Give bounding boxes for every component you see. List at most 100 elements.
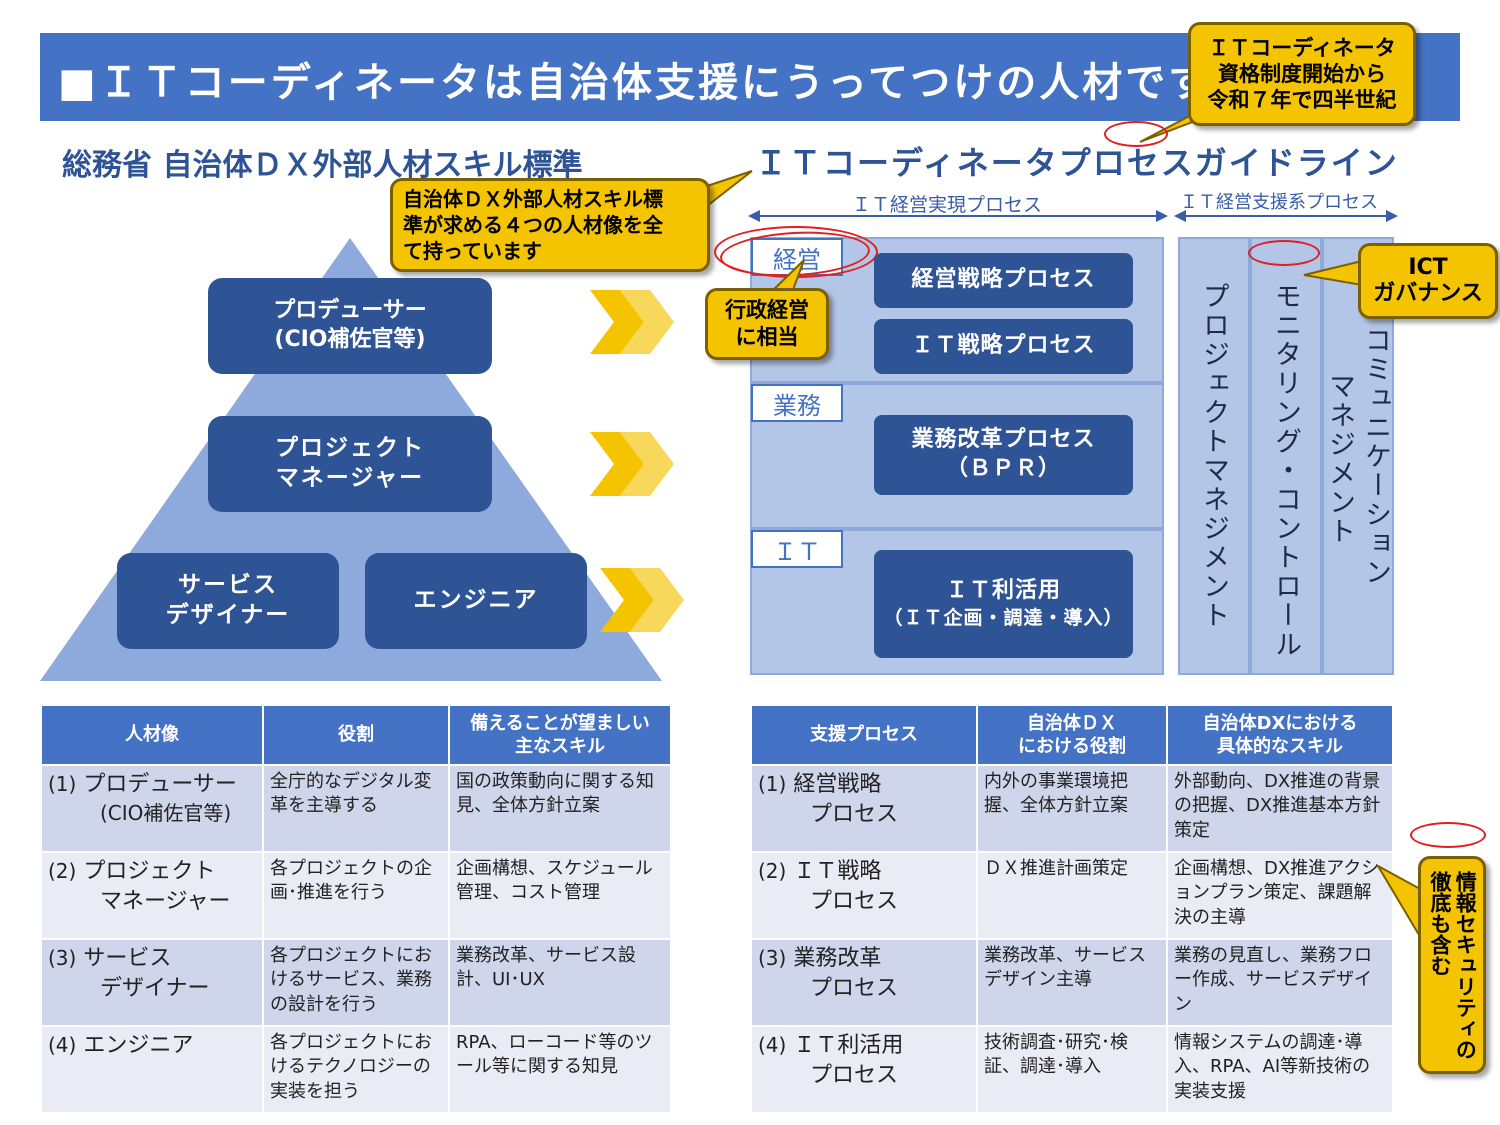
- callout-skill-standard: 自治体ＤＸ外部人材スキル標 準が求める４つの人材像を全 て持っています: [390, 178, 710, 272]
- table-cell-skill: 情報システムの調達･導入、RPA、AI等新技術の実装支援: [1166, 1025, 1394, 1114]
- red-marker-ellipse: [1248, 240, 1320, 266]
- callout-line: ガバナンス: [1373, 281, 1483, 306]
- engineer-label: エンジニア: [413, 587, 539, 614]
- table-cell-skill: 国の政策動向に関する知見、全体方針立案: [448, 764, 672, 853]
- row-number: (4): [758, 1033, 787, 1057]
- table-row: (2) プロジェクトマネージャー 各プロジェクトの企画･推進を行う 企画構想、ス…: [40, 851, 672, 940]
- table-cell-name: (1) 経営戦略プロセス: [750, 764, 978, 853]
- process-bpr-label: 業務改革プロセス: [911, 427, 1096, 453]
- column-text-management: マネジメント: [1324, 372, 1355, 546]
- table-header: 自治体ＤＸ における役割: [976, 704, 1168, 766]
- row-number: (3): [48, 946, 77, 970]
- project-manager-box: プロジェクト マネージャー: [208, 416, 492, 512]
- row-number: (1): [48, 772, 77, 796]
- process-it-utilization: ＩＴ利活用 （ＩＴ企画・調達・導入）: [874, 550, 1133, 658]
- red-marker-ellipse: [1410, 822, 1486, 848]
- row-number: (1): [758, 772, 787, 796]
- table-row: (3) サービスデザイナー 各プロジェクトにおけるサービス、業務の設計を行う 業…: [40, 938, 672, 1027]
- callout-line: 行政経営: [725, 297, 809, 322]
- table-cell-role: 各プロジェクトの企画･推進を行う: [262, 851, 450, 940]
- row-name: ＩＴ利活用: [793, 1033, 904, 1058]
- callout-line: ICT: [1408, 254, 1448, 280]
- process-it-use-label: ＩＴ利活用: [945, 578, 1061, 604]
- callout-gyosei: 行政経営 に相当: [705, 288, 829, 360]
- table-cell-role: ＤＸ推進計画策定: [976, 851, 1168, 940]
- table-cell-name: (1) プロデューサー (CIO補佐官等): [40, 764, 264, 853]
- row-name-sub: マネージャー: [100, 888, 231, 914]
- designer-label-line1: サービス: [178, 572, 278, 599]
- callout-25-years: ＩＴコーディネータ 資格制度開始から 令和７年で四半世紀: [1188, 22, 1416, 126]
- callout-ict-governance: ICT ガバナンス: [1358, 243, 1498, 319]
- column-text-communication: コミュニケーション: [1360, 326, 1391, 587]
- table-cell-name: (2) プロジェクトマネージャー: [40, 851, 264, 940]
- table-row: (1) 経営戦略プロセス 内外の事業環境把握、全体方針立案 外部動向、DX推進の…: [750, 764, 1394, 853]
- callout-line: 情報セキュリティの: [1453, 870, 1478, 1060]
- left-heading: 総務省 自治体ＤＸ外部人材スキル標準: [62, 148, 583, 183]
- table-cell-name: (2) ＩＴ戦略プロセス: [750, 851, 978, 940]
- row-name: エンジニア: [83, 1033, 194, 1058]
- callout-line: 令和７年で四半世紀: [1207, 88, 1397, 113]
- row-name: プロジェクト: [83, 859, 216, 884]
- callout-line: 準が求める４つの人材像を全: [403, 213, 663, 237]
- row-name: 経営戦略: [793, 772, 882, 797]
- table-cell-skill: RPA、ローコード等のツール等に関する知見: [448, 1025, 672, 1114]
- callout-security-text: 情報セキュリティの 徹底も含む: [1427, 871, 1477, 1060]
- table-header: 人材像: [40, 704, 264, 766]
- producer-label: プロデューサー: [273, 298, 427, 324]
- row-name: ＩＴ戦略: [793, 859, 882, 884]
- row-name: サービス: [83, 946, 172, 971]
- table-cell-skill: 外部動向、DX推進の背景の把握、DX推進基本方針策定: [1166, 764, 1394, 853]
- row-number: (2): [48, 859, 77, 883]
- producer-box: プロデューサー (CIO補佐官等): [208, 278, 492, 374]
- process-it-strategy: ＩＴ戦略プロセス: [874, 319, 1133, 374]
- engineer-box: エンジニア: [365, 553, 587, 649]
- table-cell-name: (4) ＩＴ利活用プロセス: [750, 1025, 978, 1114]
- row-number: (3): [758, 946, 787, 970]
- row-number: (2): [758, 859, 787, 883]
- callout-line: 資格制度開始から: [1218, 61, 1386, 86]
- table-cell-role: 技術調査･研究･検証、調達･導入: [976, 1025, 1168, 1114]
- chevron-right-icon: [590, 290, 674, 354]
- table-header: 役割: [262, 704, 450, 766]
- table-cell-name: (3) 業務改革プロセス: [750, 938, 978, 1027]
- column-project-management: [1178, 237, 1250, 675]
- span-label-it-management: ＩＴ経営実現プロセス: [852, 194, 1043, 216]
- pm-label-line1: プロジェクト: [275, 435, 425, 462]
- callout-line: に相当: [735, 325, 799, 349]
- callout-line: 徹底も含む: [1428, 870, 1452, 976]
- process-it-use-sublabel: （ＩＴ企画・調達・導入）: [883, 606, 1124, 629]
- row-name-sub: プロセス: [810, 1062, 899, 1088]
- table-row: (4) ＩＴ利活用プロセス 技術調査･研究･検証、調達･導入 情報システムの調達…: [750, 1025, 1394, 1114]
- row-name: 業務改革: [793, 946, 882, 971]
- table-row: (4) エンジニア 各プロジェクトにおけるテクノロジーの実装を担う RPA、ロー…: [40, 1025, 672, 1114]
- table-cell-role: 全庁的なデジタル変革を主導する: [262, 764, 450, 853]
- table-row: (3) 業務改革プロセス 業務改革、サービスデザイン主導 業務の見直し、業務フロ…: [750, 938, 1394, 1027]
- table-cell-skill: 企画構想、DX推進アクションプラン策定、課題解決の主導: [1166, 851, 1394, 940]
- table-cell-skill: 業務改革、サービス設計、UI･UX: [448, 938, 672, 1027]
- row-number: (4): [48, 1033, 77, 1057]
- process-bpr: 業務改革プロセス （ＢＰＲ）: [874, 415, 1133, 495]
- table-cell-name: (3) サービスデザイナー: [40, 938, 264, 1027]
- service-designer-box: サービス デザイナー: [117, 553, 339, 649]
- red-marker-ellipse: [1104, 121, 1168, 147]
- designer-label-line2: デザイナー: [165, 602, 291, 628]
- pm-label-line2: マネージャー: [275, 465, 425, 491]
- table-row: (2) ＩＴ戦略プロセス ＤＸ推進計画策定 企画構想、DX推進アクションプラン策…: [750, 851, 1394, 940]
- row-name-sub: プロセス: [810, 801, 899, 827]
- double-arrow-icon: [1174, 210, 1398, 222]
- table-cell-role: 各プロジェクトにおけるサービス、業務の設計を行う: [262, 938, 450, 1027]
- row-name-sub: デザイナー: [100, 975, 210, 1001]
- tag-gyomu: 業務: [751, 384, 843, 422]
- table-row: (1) プロデューサー (CIO補佐官等) 全庁的なデジタル変革を主導する 国の政…: [40, 764, 672, 853]
- table-support-process: 支援プロセス 自治体ＤＸ における役割 自治体DXにおける 具体的なスキル (1…: [750, 704, 1394, 1114]
- row-name: プロデューサー: [83, 772, 237, 797]
- callout-line: 自治体ＤＸ外部人材スキル標: [403, 187, 663, 211]
- table-cell-role: 各プロジェクトにおけるテクノロジーの実装を担う: [262, 1025, 450, 1114]
- table-cell-role: 内外の事業環境把握、全体方針立案: [976, 764, 1168, 853]
- row-name-sub: プロセス: [810, 975, 899, 1001]
- row-name-sub: (CIO補佐官等): [100, 800, 232, 825]
- table-header: 自治体DXにおける 具体的なスキル: [1166, 704, 1394, 766]
- page-title: ■ＩＴコーディネータは自治体支援にうってつけの人材です: [58, 60, 1212, 106]
- row-name-sub: プロセス: [810, 888, 899, 914]
- table-cell-skill: 業務の見直し、業務フロー作成、サービスデザイン: [1166, 938, 1394, 1027]
